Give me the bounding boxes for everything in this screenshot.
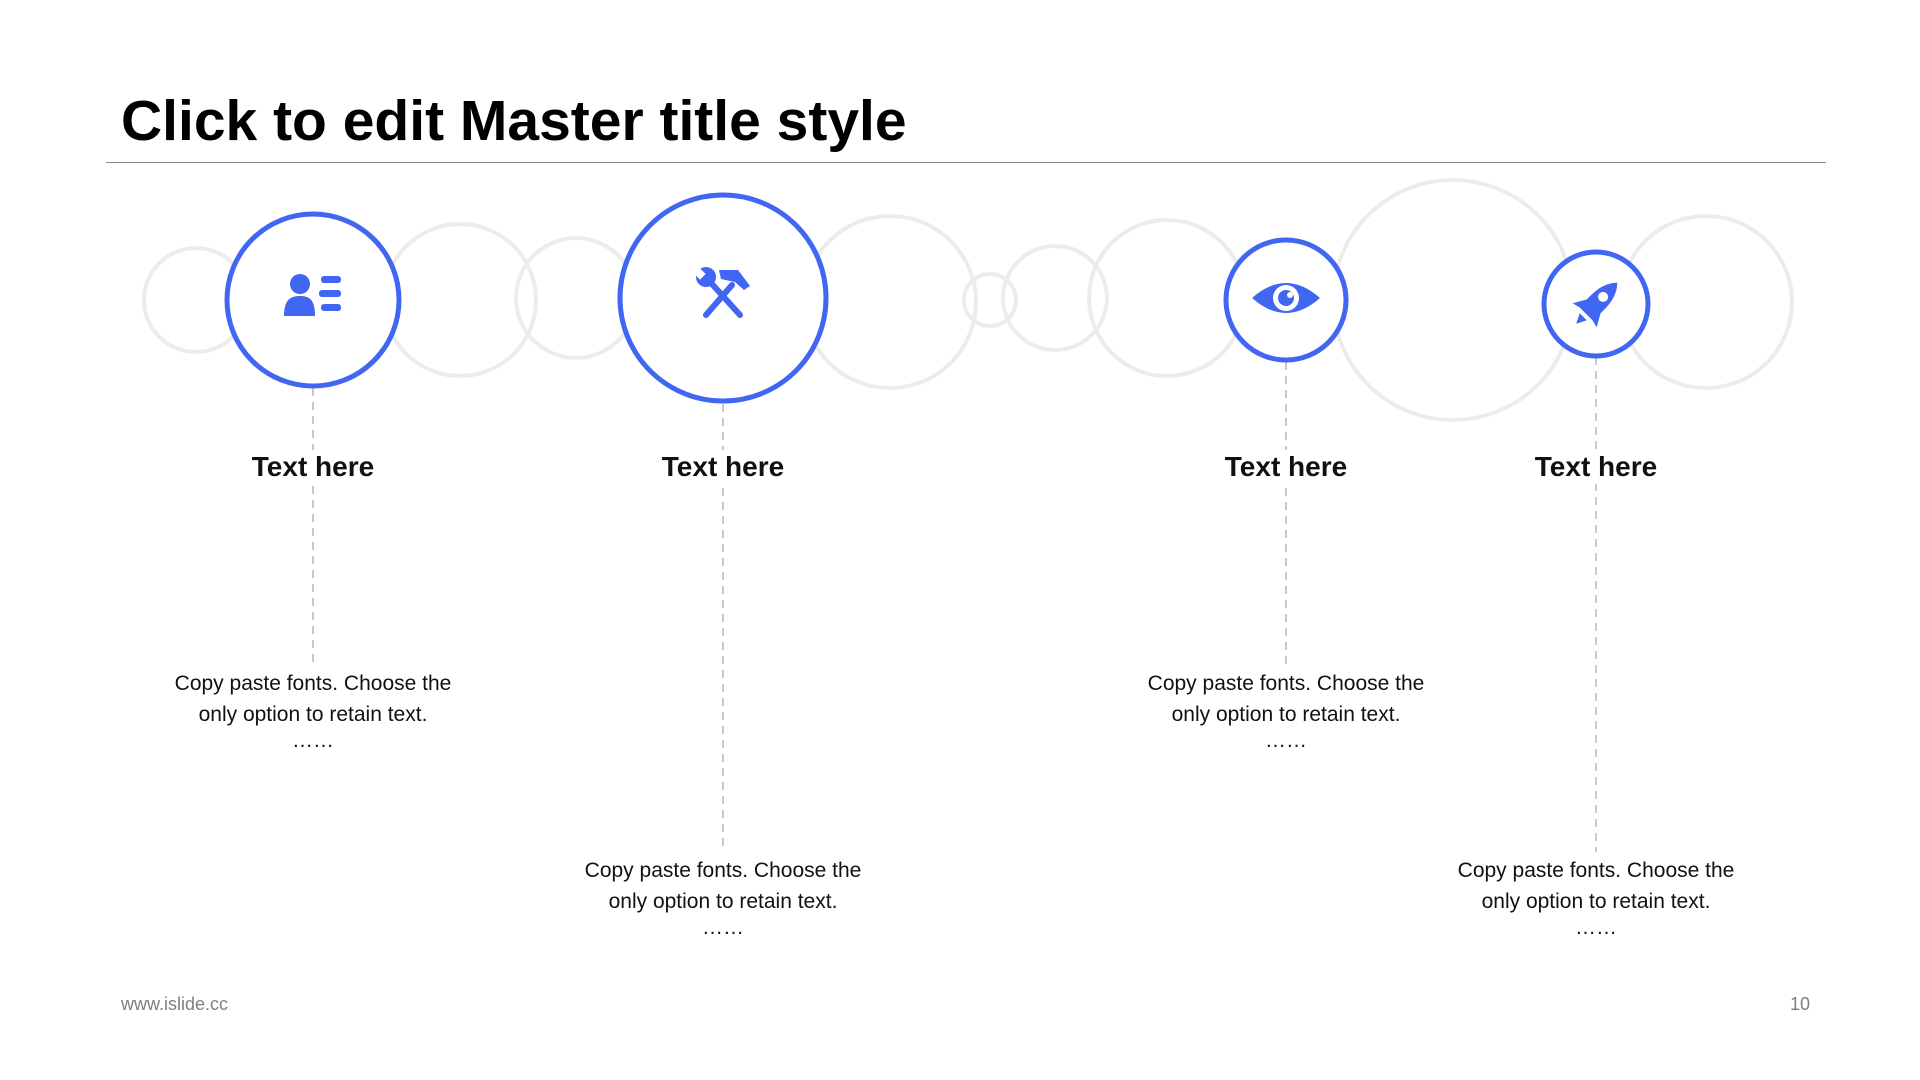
slide-title[interactable]: Click to edit Master title style <box>121 89 907 153</box>
description-ellipsis: …… <box>1265 729 1307 752</box>
step-circle-1[interactable] <box>224 211 402 389</box>
title-divider <box>106 162 1826 163</box>
step-label-1[interactable]: Text here <box>163 450 463 484</box>
description-line: only option to retain text. <box>1171 703 1401 726</box>
dashed-connectors <box>312 357 1597 852</box>
decor-ring <box>962 272 1018 328</box>
description-ellipsis: …… <box>702 916 744 939</box>
step-label-4[interactable]: Text here <box>1446 450 1746 484</box>
description-line: Copy paste fonts. Choose the <box>174 672 452 695</box>
step-label-2[interactable]: Text here <box>573 450 873 484</box>
step-description-1[interactable]: Copy paste fonts. Choose the only option… <box>143 668 483 752</box>
description-ellipsis: …… <box>292 729 334 752</box>
step-description-3[interactable]: Copy paste fonts. Choose the only option… <box>1116 668 1456 752</box>
description-line: Copy paste fonts. Choose the <box>1457 859 1735 882</box>
page-number: 10 <box>1789 994 1810 1014</box>
step-label-3[interactable]: Text here <box>1136 450 1436 484</box>
decor-ring <box>1001 244 1109 352</box>
step-description-4[interactable]: Copy paste fonts. Choose the only option… <box>1426 855 1766 939</box>
decor-ring <box>1087 218 1247 378</box>
description-line: Copy paste fonts. Choose the <box>584 859 862 882</box>
decor-ring <box>382 222 538 378</box>
tools-icon <box>694 267 750 318</box>
decor-ring <box>802 214 978 390</box>
description-line: Copy paste fonts. Choose the <box>1147 672 1425 695</box>
description-line: only option to retain text. <box>198 703 428 726</box>
user-list-icon <box>284 274 341 316</box>
description-ellipsis: …… <box>1575 916 1617 939</box>
footer-url[interactable]: www.islide.cc <box>121 994 229 1014</box>
description-line: only option to retain text. <box>608 890 838 913</box>
description-line: only option to retain text. <box>1481 890 1711 913</box>
decor-ring <box>1331 178 1575 422</box>
eye-icon <box>1252 283 1320 313</box>
step-description-2[interactable]: Copy paste fonts. Choose the only option… <box>553 855 893 939</box>
